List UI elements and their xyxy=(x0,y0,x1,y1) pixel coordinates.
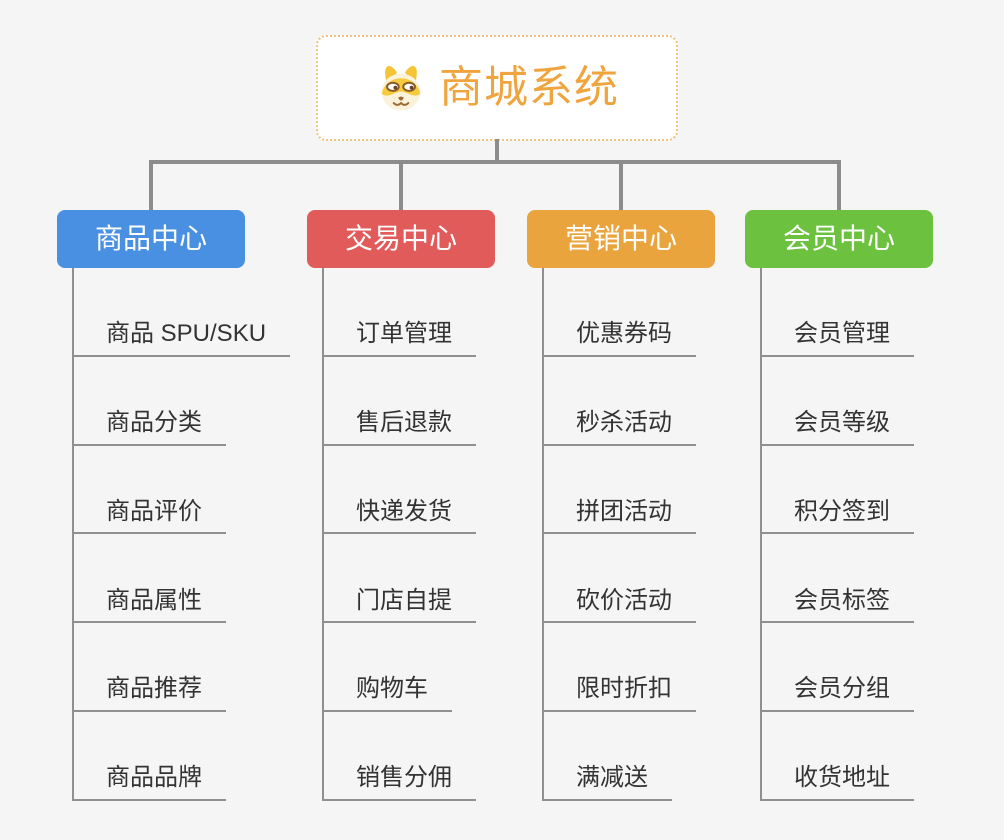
child-row: 限时折扣 xyxy=(542,623,696,713)
child-row: 会员等级 xyxy=(760,357,914,446)
leaf-item-member-center-4[interactable]: 会员分组 xyxy=(760,675,914,713)
branch-drop-line-3 xyxy=(837,160,841,210)
child-row: 会员标签 xyxy=(760,534,914,624)
child-row: 积分签到 xyxy=(760,446,914,535)
child-row: 商品品牌 xyxy=(72,712,290,801)
leaf-item-member-center-0[interactable]: 会员管理 xyxy=(760,320,914,357)
branch-drop-line-1 xyxy=(399,160,403,210)
leaf-item-marketing-center-0[interactable]: 优惠券码 xyxy=(542,320,696,357)
leaf-item-member-center-2[interactable]: 积分签到 xyxy=(760,498,914,535)
leaf-item-marketing-center-1[interactable]: 秒杀活动 xyxy=(542,409,696,446)
branch-label: 交易中心 xyxy=(344,223,457,254)
children-column-product-center: 商品 SPU/SKU 商品分类商品评价商品属性商品推荐商品品牌 xyxy=(72,268,291,801)
leaf-item-member-center-5[interactable]: 收货地址 xyxy=(760,764,914,801)
child-row: 商品属性 xyxy=(72,534,290,624)
branch-node-trade-center[interactable]: 交易中心 xyxy=(307,210,495,268)
leaf-item-product-center-3[interactable]: 商品属性 xyxy=(72,587,226,624)
children-column-member-center: 会员管理会员等级积分签到会员标签会员分组收货地址 xyxy=(760,268,914,801)
child-row: 订单管理 xyxy=(322,268,476,357)
branch-node-product-center[interactable]: 商品中心 xyxy=(57,210,245,268)
child-row: 购物车 xyxy=(322,623,476,713)
branch-label: 会员中心 xyxy=(782,223,895,254)
leaf-item-product-center-1[interactable]: 商品分类 xyxy=(72,409,226,446)
branch-node-member-center[interactable]: 会员中心 xyxy=(745,210,933,268)
branch-drop-line-0 xyxy=(149,160,153,210)
leaf-item-product-center-5[interactable]: 商品品牌 xyxy=(72,764,226,801)
children-column-marketing-center: 优惠券码秒杀活动拼团活动砍价活动限时折扣满减送 xyxy=(542,268,696,801)
branch-label: 营销中心 xyxy=(564,223,677,254)
leaf-item-marketing-center-4[interactable]: 限时折扣 xyxy=(542,675,696,713)
leaf-item-trade-center-4[interactable]: 购物车 xyxy=(322,675,452,713)
branch-node-marketing-center[interactable]: 营销中心 xyxy=(527,210,715,268)
leaf-item-member-center-3[interactable]: 会员标签 xyxy=(760,587,914,624)
child-row: 拼团活动 xyxy=(542,446,696,535)
leaf-item-member-center-1[interactable]: 会员等级 xyxy=(760,409,914,446)
children-column-trade-center: 订单管理售后退款快递发货门店自提购物车销售分佣 xyxy=(322,268,476,801)
horizontal-rail-line xyxy=(149,160,841,164)
leaf-item-trade-center-0[interactable]: 订单管理 xyxy=(322,320,476,357)
leaf-item-marketing-center-3[interactable]: 砍价活动 xyxy=(542,587,696,624)
shiba-dog-icon xyxy=(375,62,427,114)
root-stub-line xyxy=(495,139,499,164)
leaf-item-product-center-4[interactable]: 商品推荐 xyxy=(72,675,226,713)
leaf-item-trade-center-2[interactable]: 快递发货 xyxy=(322,498,476,535)
root-title: 商城系统 xyxy=(439,63,619,112)
leaf-item-product-center-2[interactable]: 商品评价 xyxy=(72,498,226,535)
child-row: 收货地址 xyxy=(760,712,914,801)
leaf-item-trade-center-3[interactable]: 门店自提 xyxy=(322,587,476,624)
child-row: 砍价活动 xyxy=(542,534,696,624)
leaf-item-trade-center-1[interactable]: 售后退款 xyxy=(322,409,476,446)
child-row: 商品推荐 xyxy=(72,623,290,713)
child-row: 售后退款 xyxy=(322,357,476,446)
child-row: 门店自提 xyxy=(322,534,476,624)
branch-drop-line-2 xyxy=(619,160,623,210)
child-row: 秒杀活动 xyxy=(542,357,696,446)
child-row: 优惠券码 xyxy=(542,268,696,357)
child-row: 会员管理 xyxy=(760,268,914,357)
child-row: 快递发货 xyxy=(322,446,476,535)
child-row: 销售分佣 xyxy=(322,712,476,801)
child-row: 商品评价 xyxy=(72,446,290,535)
child-row: 会员分组 xyxy=(760,623,914,713)
leaf-item-product-center-0[interactable]: 商品 SPU/SKU xyxy=(72,320,291,357)
root-node[interactable]: 商城系统 xyxy=(316,35,678,141)
branch-label: 商品中心 xyxy=(94,223,207,254)
leaf-item-marketing-center-2[interactable]: 拼团活动 xyxy=(542,498,696,535)
leaf-item-marketing-center-5[interactable]: 满减送 xyxy=(542,764,672,801)
child-row: 商品 SPU/SKU xyxy=(72,268,291,357)
child-row: 商品分类 xyxy=(72,357,290,446)
child-row: 满减送 xyxy=(542,712,696,801)
leaf-item-trade-center-5[interactable]: 销售分佣 xyxy=(322,764,476,801)
